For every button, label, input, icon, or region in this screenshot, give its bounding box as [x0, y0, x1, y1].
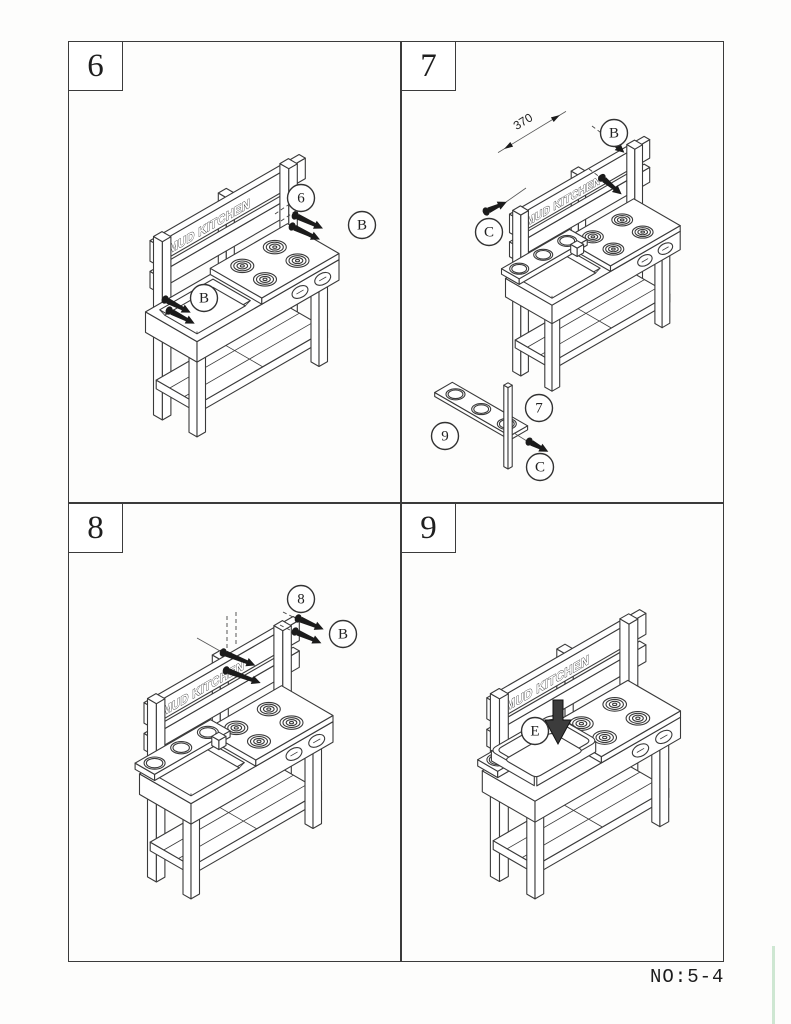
screw-icon	[291, 211, 324, 229]
step-number-box: 7	[402, 42, 456, 91]
screw-icon	[291, 627, 322, 644]
screw-icon	[219, 648, 256, 667]
sink-tub	[490, 715, 597, 787]
stove-knob	[308, 733, 326, 748]
svg-text:B: B	[199, 291, 209, 307]
screw-icon	[525, 437, 549, 452]
step-number-box: 8	[69, 504, 123, 553]
step-number-box: 6	[69, 42, 123, 91]
detail-parts	[434, 381, 549, 470]
step-number: 9	[420, 509, 437, 546]
stove-knob	[314, 271, 332, 286]
mud-kitchen-drawing: MUD KITCHEN	[134, 615, 334, 900]
svg-text:C: C	[484, 225, 494, 241]
mud-kitchen-drawing: MUD KITCHEN	[477, 609, 682, 900]
screw-icon	[598, 173, 622, 195]
callout-B: B	[599, 118, 629, 148]
callout-8: 8	[286, 584, 316, 614]
screw-icon	[288, 222, 321, 240]
svg-text:E: E	[530, 724, 539, 740]
callout-B: B	[328, 619, 358, 649]
svg-text:C: C	[535, 460, 545, 476]
step-number: 8	[87, 509, 104, 546]
stove-knob	[655, 729, 673, 745]
stove-knob	[657, 242, 674, 255]
dimension-label: 370	[511, 110, 536, 133]
callout-C: C	[525, 452, 555, 482]
callout-C: C	[474, 217, 504, 247]
stove-knob	[637, 254, 653, 267]
svg-text:6: 6	[297, 191, 305, 207]
screw-icon	[294, 614, 324, 630]
stove-knob	[291, 285, 309, 299]
svg-text:8: 8	[297, 592, 305, 608]
horizontal-divider	[69, 502, 723, 504]
step-number: 7	[420, 47, 437, 84]
callout-B: B	[347, 210, 377, 240]
step-number: 6	[87, 47, 104, 84]
svg-text:B: B	[357, 218, 367, 234]
screw-icon	[165, 306, 195, 324]
assembly-diagram-step-8: MUD KITCHEN 8B	[134, 584, 358, 900]
stove-knob	[631, 743, 650, 758]
svg-text:9: 9	[441, 429, 449, 445]
vertical-divider	[400, 42, 402, 961]
callout-B: B	[189, 283, 219, 313]
screw-icon	[161, 295, 191, 313]
callout-6: 6	[286, 183, 316, 213]
stove-knob	[285, 747, 303, 761]
callout-9: 9	[430, 421, 460, 451]
scanner-edge-artifact	[772, 946, 775, 1024]
step-number-box: 9	[402, 504, 456, 553]
mud-kitchen-drawing: MUD KITCHEN	[500, 135, 681, 392]
svg-text:B: B	[609, 126, 619, 142]
dimension-line: 370	[497, 110, 567, 153]
screw-icon	[222, 666, 261, 685]
callout-E: E	[520, 716, 550, 746]
insert-arrow-icon	[544, 699, 572, 746]
svg-text:B: B	[338, 627, 348, 643]
callout-7: 7	[524, 393, 554, 423]
screw-icon	[482, 201, 507, 216]
page-number: NO:5-4	[650, 966, 725, 988]
svg-text:7: 7	[535, 401, 543, 417]
